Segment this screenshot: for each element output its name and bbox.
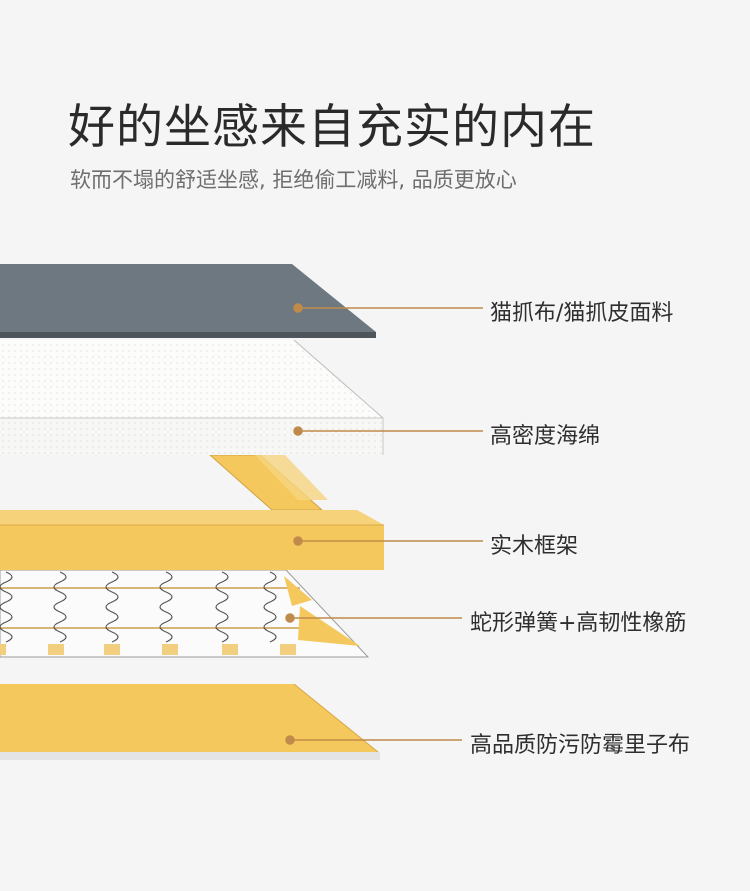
leader-dot-lining [285,735,295,745]
leader-dot-springs [285,613,295,623]
label-lining: 高品质防污防霉里子布 [470,733,691,758]
leader-dot-fabric [293,303,303,313]
leader-dot-sponge [293,426,303,436]
leader-dot-frame [293,536,303,546]
label-springs: 蛇形弹簧+高韧性橡筋 [470,611,687,636]
spring-layer [0,569,370,658]
page-title: 好的坐感来自充实的内在 [68,100,596,155]
label-fabric: 猫抓布/猫抓皮面料 [490,301,674,326]
lining-layer [0,683,380,760]
label-frame: 实木框架 [490,534,579,559]
fabric-layer [0,264,376,338]
wood-frame-layer [0,454,384,570]
label-sponge: 高密度海绵 [490,424,601,449]
page-subtitle: 软而不塌的舒适坐感, 拒绝偷工减料, 品质更放心 [70,168,517,192]
sponge-layer [0,339,384,455]
